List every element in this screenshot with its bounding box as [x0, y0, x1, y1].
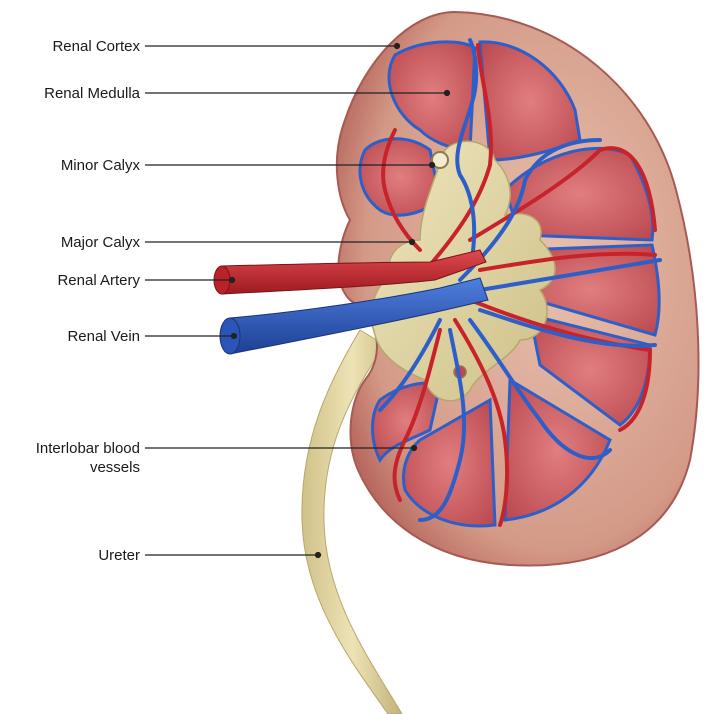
- leader-lines: [145, 42, 451, 559]
- ureter: [301, 329, 403, 714]
- label-interlobar-line1: Interlobar blood: [35, 440, 140, 457]
- label-major-calyx: Major Calyx: [60, 234, 140, 251]
- interlobar-veins: [378, 38, 662, 522]
- label-renal-vein: Renal Vein: [67, 328, 140, 345]
- label-renal-cortex: Renal Cortex: [52, 38, 140, 55]
- renal-artery: [221, 249, 487, 295]
- label-renal-artery: Renal Artery: [57, 272, 140, 289]
- renal-vein: [229, 277, 489, 355]
- label-ureter: Ureter: [98, 547, 140, 564]
- label-renal-medulla: Renal Medulla: [44, 85, 140, 102]
- minor-calyx: [431, 151, 449, 169]
- renal-medulla: [358, 40, 661, 528]
- label-minor-calyx: Minor Calyx: [60, 157, 140, 174]
- label-interlobar-line2: vessels: [89, 459, 140, 476]
- label-interlobar-blood-vessels: Interlobar blood vessels: [0, 439, 140, 477]
